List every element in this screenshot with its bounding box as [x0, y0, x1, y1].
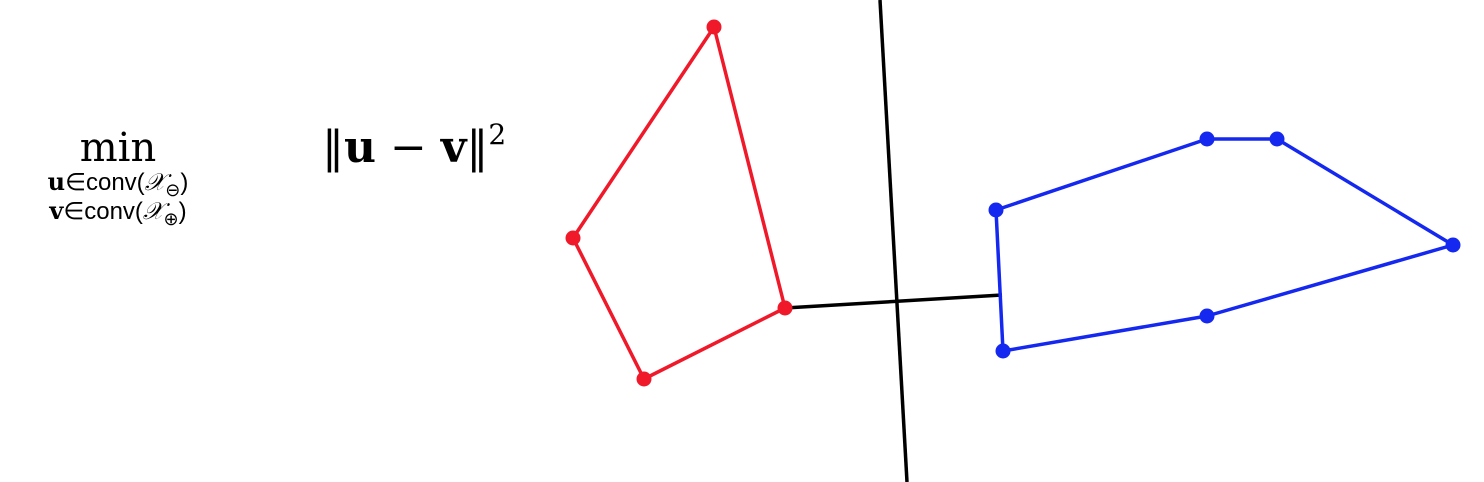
negative-point — [636, 371, 652, 387]
constraint-u-subscript: ⊖ — [165, 180, 181, 200]
positive-point — [1199, 131, 1215, 147]
constraint-u: u∈conv(𝒳⊖) — [8, 167, 228, 200]
positive-point — [988, 202, 1004, 218]
constraint-v: v∈conv(𝒳⊕) — [8, 196, 228, 229]
positive-point — [1445, 237, 1461, 253]
objective-norm: ‖u − v‖2 — [322, 118, 506, 178]
norm-close: ‖ — [466, 122, 489, 173]
objective-exponent: 2 — [488, 118, 507, 151]
negative-convex-hull — [571, 25, 787, 381]
positive-point — [1199, 308, 1215, 324]
positive-point — [995, 343, 1011, 359]
constraint-v-rel: ∈conv( — [63, 198, 143, 225]
positive-point — [1269, 131, 1285, 147]
separating-hyperplane — [878, 0, 909, 482]
negative-point — [777, 300, 793, 316]
negative-point — [565, 230, 581, 246]
constraint-u-close: ) — [180, 169, 189, 196]
negative-point — [706, 19, 722, 35]
objective-minus: − — [376, 122, 441, 173]
objective-u: u — [344, 122, 376, 173]
norm-open: ‖ — [322, 122, 344, 173]
constraint-u-set: 𝒳 — [144, 168, 166, 196]
objective-v: v — [440, 122, 467, 173]
constraint-v-var: v — [49, 196, 64, 225]
constraint-v-close: ) — [178, 198, 187, 225]
constraint-u-var: u — [47, 167, 66, 196]
shortest-distance-segment — [784, 293, 1003, 310]
min-operator: min — [79, 125, 157, 171]
constraint-v-subscript: ⊕ — [163, 209, 179, 229]
constraint-v-set: 𝒳 — [142, 197, 164, 225]
positive-convex-hull — [994, 137, 1455, 353]
min-operator-block: min u∈conv(𝒳⊖) v∈conv(𝒳⊕) — [8, 125, 228, 229]
constraint-u-rel: ∈conv( — [65, 169, 145, 196]
